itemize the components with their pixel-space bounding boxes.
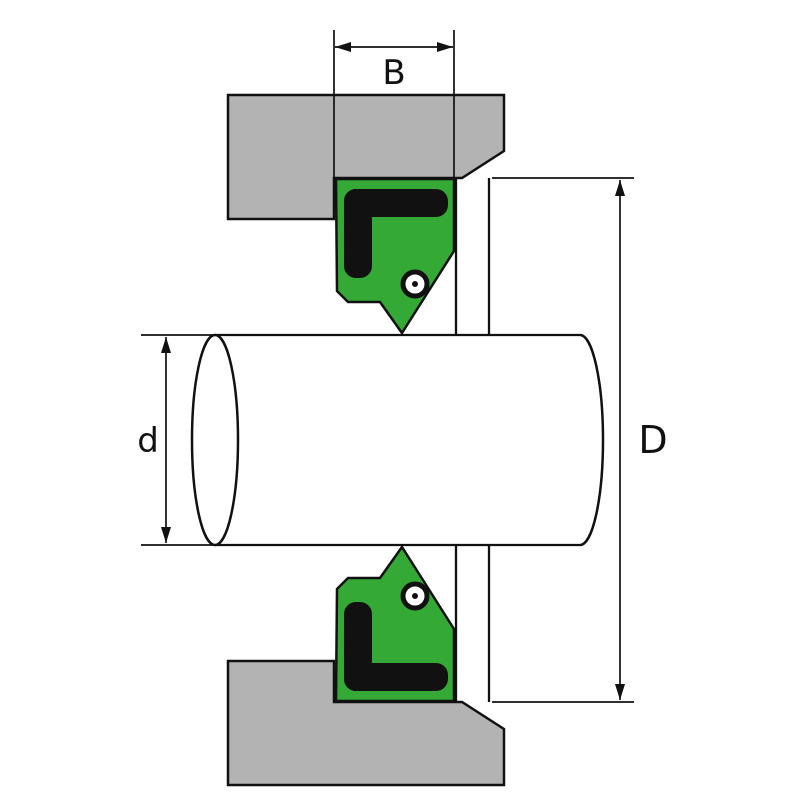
shaft-body xyxy=(215,336,580,544)
seal-top xyxy=(334,177,456,335)
dim-D-arrow-top xyxy=(615,180,625,196)
dim-D-label: D xyxy=(638,418,667,462)
dimension-d: d xyxy=(137,334,213,546)
shaft-left-end-ellipse xyxy=(190,333,240,547)
dim-b-arrow-right xyxy=(437,42,453,52)
seal-bottom xyxy=(336,547,454,701)
shaft-right-end-arc xyxy=(579,333,605,547)
dim-D-arrow-bottom xyxy=(615,684,625,700)
dimension-b: B xyxy=(333,30,455,177)
dim-b-arrow-left xyxy=(335,42,351,52)
dim-d-label: d xyxy=(137,421,159,461)
dim-d-arrow-bottom xyxy=(161,527,171,543)
shaft xyxy=(190,333,605,547)
dim-d-arrow-top xyxy=(161,337,171,353)
dim-b-label: B xyxy=(382,53,405,93)
garter-spring-center xyxy=(412,281,418,287)
seal-metal-case-horizontal xyxy=(344,189,448,217)
dimension-D: D xyxy=(492,177,668,703)
